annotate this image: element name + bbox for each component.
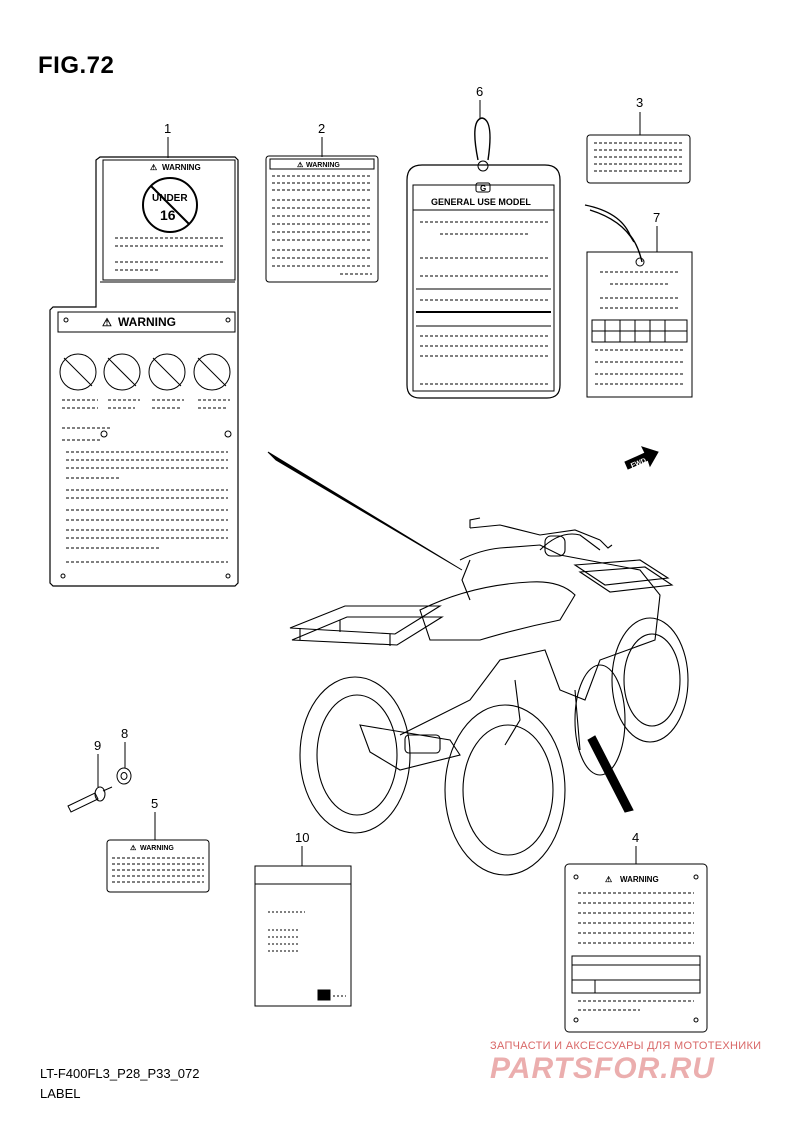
- svg-text:⚠: ⚠: [297, 161, 304, 169]
- figure-title: FIG.72: [38, 52, 115, 79]
- figure-code: LT-F400FL3_P28_P33_072: [40, 1066, 200, 1081]
- part-3-label[interactable]: [586, 134, 691, 184]
- pointer-wedge-upper: [267, 451, 463, 571]
- callout-4: 4: [632, 830, 639, 845]
- svg-text:WARNING: WARNING: [140, 845, 174, 852]
- callout-6: 6: [476, 84, 483, 99]
- part-7-tag[interactable]: [584, 204, 693, 398]
- svg-text:⚠: ⚠: [605, 875, 612, 884]
- part-5-warning-label[interactable]: ⚠ WARNING: [106, 839, 210, 893]
- pointer-wedge-lower: [587, 735, 634, 813]
- part-1-warning-text: WARNING: [162, 163, 201, 172]
- part-8-washer[interactable]: [116, 767, 132, 785]
- svg-text:⚠: ⚠: [150, 163, 157, 172]
- svg-text:⚠: ⚠: [130, 844, 137, 852]
- part-2-warning-label[interactable]: ⚠ WARNING: [265, 155, 379, 283]
- age-text: 16: [160, 207, 176, 223]
- part-1-warning-text-lower: WARNING: [118, 315, 176, 329]
- svg-text:WARNING: WARNING: [306, 162, 340, 169]
- callout-7: 7: [653, 210, 660, 225]
- atv-outline: [289, 517, 689, 876]
- callout-1: 1: [164, 121, 171, 136]
- callout-numbers: 1 2 3 4 5 6 7 8 9 10: [94, 84, 660, 845]
- callout-10: 10: [295, 830, 309, 845]
- svg-text:WARNING: WARNING: [620, 875, 659, 884]
- callout-9: 9: [94, 738, 101, 753]
- fwd-arrow-icon: FWD: [624, 446, 659, 470]
- part-6-general-use-tag[interactable]: G GENERAL USE MODEL: [406, 117, 561, 399]
- callout-8: 8: [121, 726, 128, 741]
- part-9-rivet[interactable]: [67, 786, 113, 813]
- part-1-warning-label[interactable]: ⚠ WARNING UNDER 16 ⚠ WARNING: [49, 156, 239, 587]
- part-10-manual[interactable]: [254, 865, 352, 1007]
- figure-caption: LABEL: [40, 1086, 81, 1101]
- watermark-brand: PARTSFOR.RU: [490, 1052, 715, 1085]
- svg-text:G: G: [480, 184, 486, 193]
- watermark-tagline: ЗАПЧАСТИ И АКСЕССУАРЫ ДЛЯ МОТОТЕХНИКИ: [490, 1040, 762, 1052]
- general-use-model-text: GENERAL USE MODEL: [431, 197, 531, 207]
- callout-2: 2: [318, 121, 325, 136]
- leader-lines: [97, 100, 658, 866]
- part-4-warning-label[interactable]: ⚠ WARNING: [564, 863, 708, 1033]
- callout-5: 5: [151, 796, 158, 811]
- callout-3: 3: [636, 95, 643, 110]
- under-text: UNDER: [152, 193, 188, 204]
- svg-text:⚠: ⚠: [102, 317, 112, 329]
